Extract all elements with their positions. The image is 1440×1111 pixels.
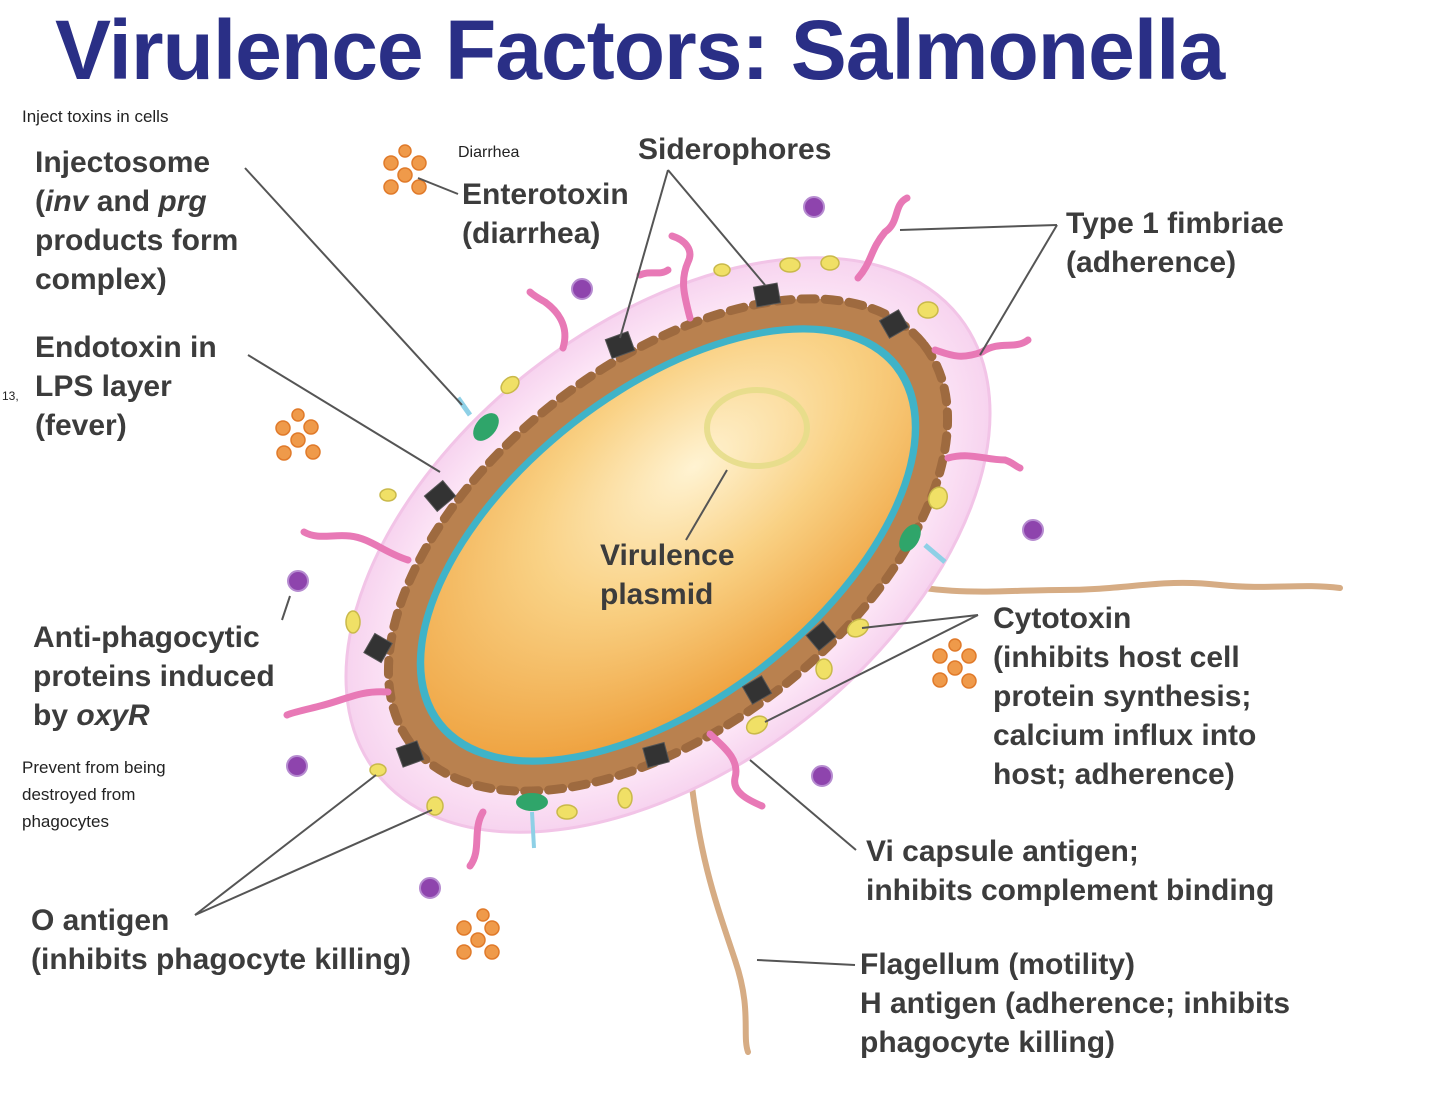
label-type1-fimbriae: Type 1 fimbriae (adherence): [1066, 204, 1284, 282]
antiphago-line3: by oxyR: [33, 696, 275, 735]
label-antiphagocytic-proteins: Anti-phagocytic proteins induced by oxyR: [33, 618, 275, 735]
virulence-plasmid: [704, 387, 810, 469]
injectosome-line2: (inv and prg: [35, 182, 238, 221]
note-prevent-line3: phagocytes: [22, 812, 109, 831]
flagellum-line2: H antigen (adherence; inhibits: [860, 987, 1291, 1020]
label-virulence-plasmid: Virulence plasmid: [600, 536, 735, 614]
antiphago-oxyr: oxyR: [76, 699, 150, 732]
fimbriae-line1: Type 1 fimbriae: [1066, 207, 1284, 240]
endotoxin-line2: LPS layer: [35, 370, 172, 403]
label-injectosome: Injectosome (inv and prg products form c…: [35, 143, 238, 299]
flagellum-line3: phagocyte killing): [860, 1026, 1116, 1059]
cytotoxin-line4: calcium influx into: [993, 719, 1257, 752]
injectosome-line3: products form: [35, 224, 239, 257]
plasmid-line2: plasmid: [600, 578, 714, 611]
cytotoxin-line2: (inhibits host cell: [993, 641, 1240, 674]
siderophores: [363, 282, 910, 769]
endotoxin-line3: (fever): [35, 409, 127, 442]
plasmid-line1: Virulence: [600, 539, 735, 572]
cytotoxin-beads: [345, 255, 949, 820]
flagellum-bottom: [687, 767, 751, 1055]
cytotoxin-line3: protein synthesis;: [993, 680, 1252, 713]
antiphago-line2: proteins induced: [33, 660, 275, 693]
label-cytotoxin: Cytotoxin (inhibits host cell protein sy…: [993, 599, 1256, 794]
o-antigen-line2: (inhibits phagocyte killing): [31, 943, 412, 976]
vi-capsule-line2: inhibits complement binding: [866, 874, 1275, 907]
diagram-title: Virulence Factors: Salmonella: [55, 3, 1225, 97]
note-inject-toxins: Inject toxins in cells: [22, 107, 169, 126]
type1-fimbriae: [283, 194, 1032, 870]
label-enterotoxin: Enterotoxin (diarrhea): [462, 175, 629, 253]
injectosome-paren: (: [35, 185, 45, 218]
cytotoxin-line1: Cytotoxin: [993, 602, 1132, 635]
enterotoxin-line2: (diarrhea): [462, 217, 601, 250]
injectosome-inv: inv: [45, 185, 89, 218]
injectosome-and: and: [88, 185, 159, 218]
cytoplasm: [424, 332, 912, 758]
flagellum-line1: Flagellum (motility): [860, 948, 1136, 981]
injectosome-prg: prg: [158, 185, 207, 218]
antiphago-line1: Anti-phagocytic: [33, 621, 260, 654]
injectosomes: [455, 396, 947, 849]
flagellum-right: [867, 575, 1343, 595]
cytotoxin-line5: host; adherence): [993, 758, 1235, 791]
vi-capsule-line1: Vi capsule antigen;: [866, 835, 1139, 868]
o-antigen-line1: O antigen: [31, 904, 170, 937]
note-diarrhea: Diarrhea: [458, 144, 520, 161]
injectosome-line1: Injectosome: [35, 146, 211, 179]
fimbriae-line2: (adherence): [1066, 246, 1237, 279]
leader-lines: [194, 167, 1058, 966]
toxin-clusters: [275, 144, 977, 960]
label-siderophores: Siderophores: [638, 133, 832, 166]
enterotoxin-line1: Enterotoxin: [462, 178, 629, 211]
label-vi-capsule-antigen: Vi capsule antigen; inhibits complement …: [866, 832, 1274, 910]
endotoxin-line1: Endotoxin in: [35, 331, 217, 364]
note-margin-mark: 13,: [2, 389, 19, 403]
label-o-antigen: O antigen (inhibits phagocyte killing): [31, 901, 411, 979]
note-prevent-destroyed: Prevent from being destroyed from phagoc…: [22, 754, 166, 835]
purple-dots: [286, 196, 1044, 899]
label-endotoxin: Endotoxin in LPS layer (fever): [35, 328, 217, 445]
antiphago-by: by: [33, 699, 77, 732]
note-prevent-line1: Prevent from being: [22, 758, 166, 777]
label-flagellum: Flagellum (motility) H antigen (adherenc…: [860, 945, 1290, 1062]
note-prevent-line2: destroyed from: [22, 785, 136, 804]
injectosome-line4: complex): [35, 263, 167, 296]
flagella: [687, 575, 1343, 1055]
